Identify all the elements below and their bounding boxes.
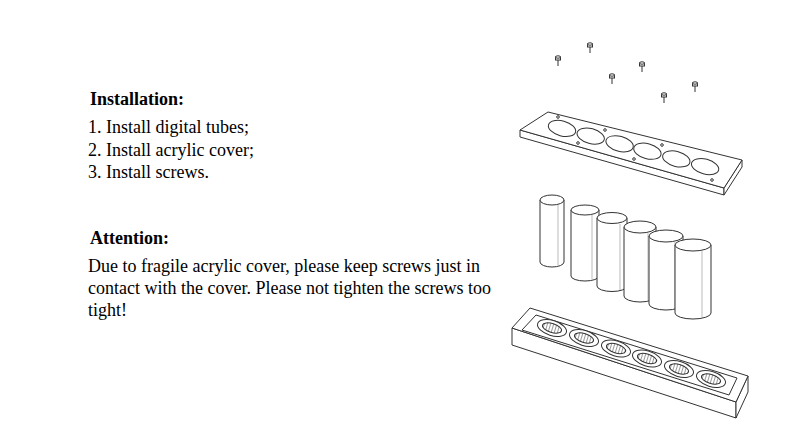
step-text: 2. Install acrylic cover; xyxy=(88,139,254,161)
screw-hole xyxy=(577,142,580,145)
tube-shade xyxy=(592,215,593,279)
tube-top xyxy=(571,205,599,215)
cover-top xyxy=(520,112,742,188)
tray-recess xyxy=(522,315,737,395)
tube-body xyxy=(571,210,599,281)
cover-hole xyxy=(661,148,692,170)
digital-tubes xyxy=(540,195,711,319)
tube-body xyxy=(540,200,564,267)
section-heading: Installation: xyxy=(90,88,184,110)
screw xyxy=(640,62,645,72)
tube-top xyxy=(649,230,683,242)
socket xyxy=(662,357,695,380)
socket xyxy=(535,316,568,339)
cover-hole xyxy=(547,118,578,140)
screw xyxy=(610,74,615,84)
screw xyxy=(556,56,561,66)
socket xyxy=(599,337,632,360)
tube-body xyxy=(597,218,627,292)
screw xyxy=(588,43,593,53)
tube-body xyxy=(675,245,711,319)
tube-shade xyxy=(558,205,559,265)
tray-top xyxy=(512,308,748,402)
acrylic-cover xyxy=(520,112,742,195)
note-text: Due to fragile acrylic cover, please kee… xyxy=(88,255,493,321)
cover-hole xyxy=(604,133,635,155)
tube-shade xyxy=(648,233,649,300)
socket xyxy=(567,326,600,349)
cover-hole xyxy=(575,125,606,147)
screws xyxy=(556,43,698,103)
step-text: 1. Install digital tubes; xyxy=(88,116,249,138)
screw-hole xyxy=(557,116,560,119)
screw-hole xyxy=(633,158,636,161)
screw-hole xyxy=(604,129,607,132)
cover-hole xyxy=(632,140,663,162)
step-text: 3. Install screws. xyxy=(88,161,209,183)
screw-hole xyxy=(711,179,714,182)
tube-top xyxy=(675,239,711,251)
socket xyxy=(630,347,663,370)
cover-hole xyxy=(690,156,721,178)
tube-top xyxy=(624,221,656,233)
tube-top xyxy=(597,213,627,224)
base-tray xyxy=(512,308,748,418)
screw xyxy=(662,93,667,103)
socket xyxy=(694,367,727,390)
screw-hole xyxy=(661,144,664,147)
tube-shade xyxy=(620,224,621,290)
section-heading: Attention: xyxy=(90,227,169,249)
screw xyxy=(693,82,698,92)
tube-top xyxy=(540,195,564,205)
tube-shade xyxy=(702,251,703,317)
cover-edge xyxy=(520,130,724,195)
